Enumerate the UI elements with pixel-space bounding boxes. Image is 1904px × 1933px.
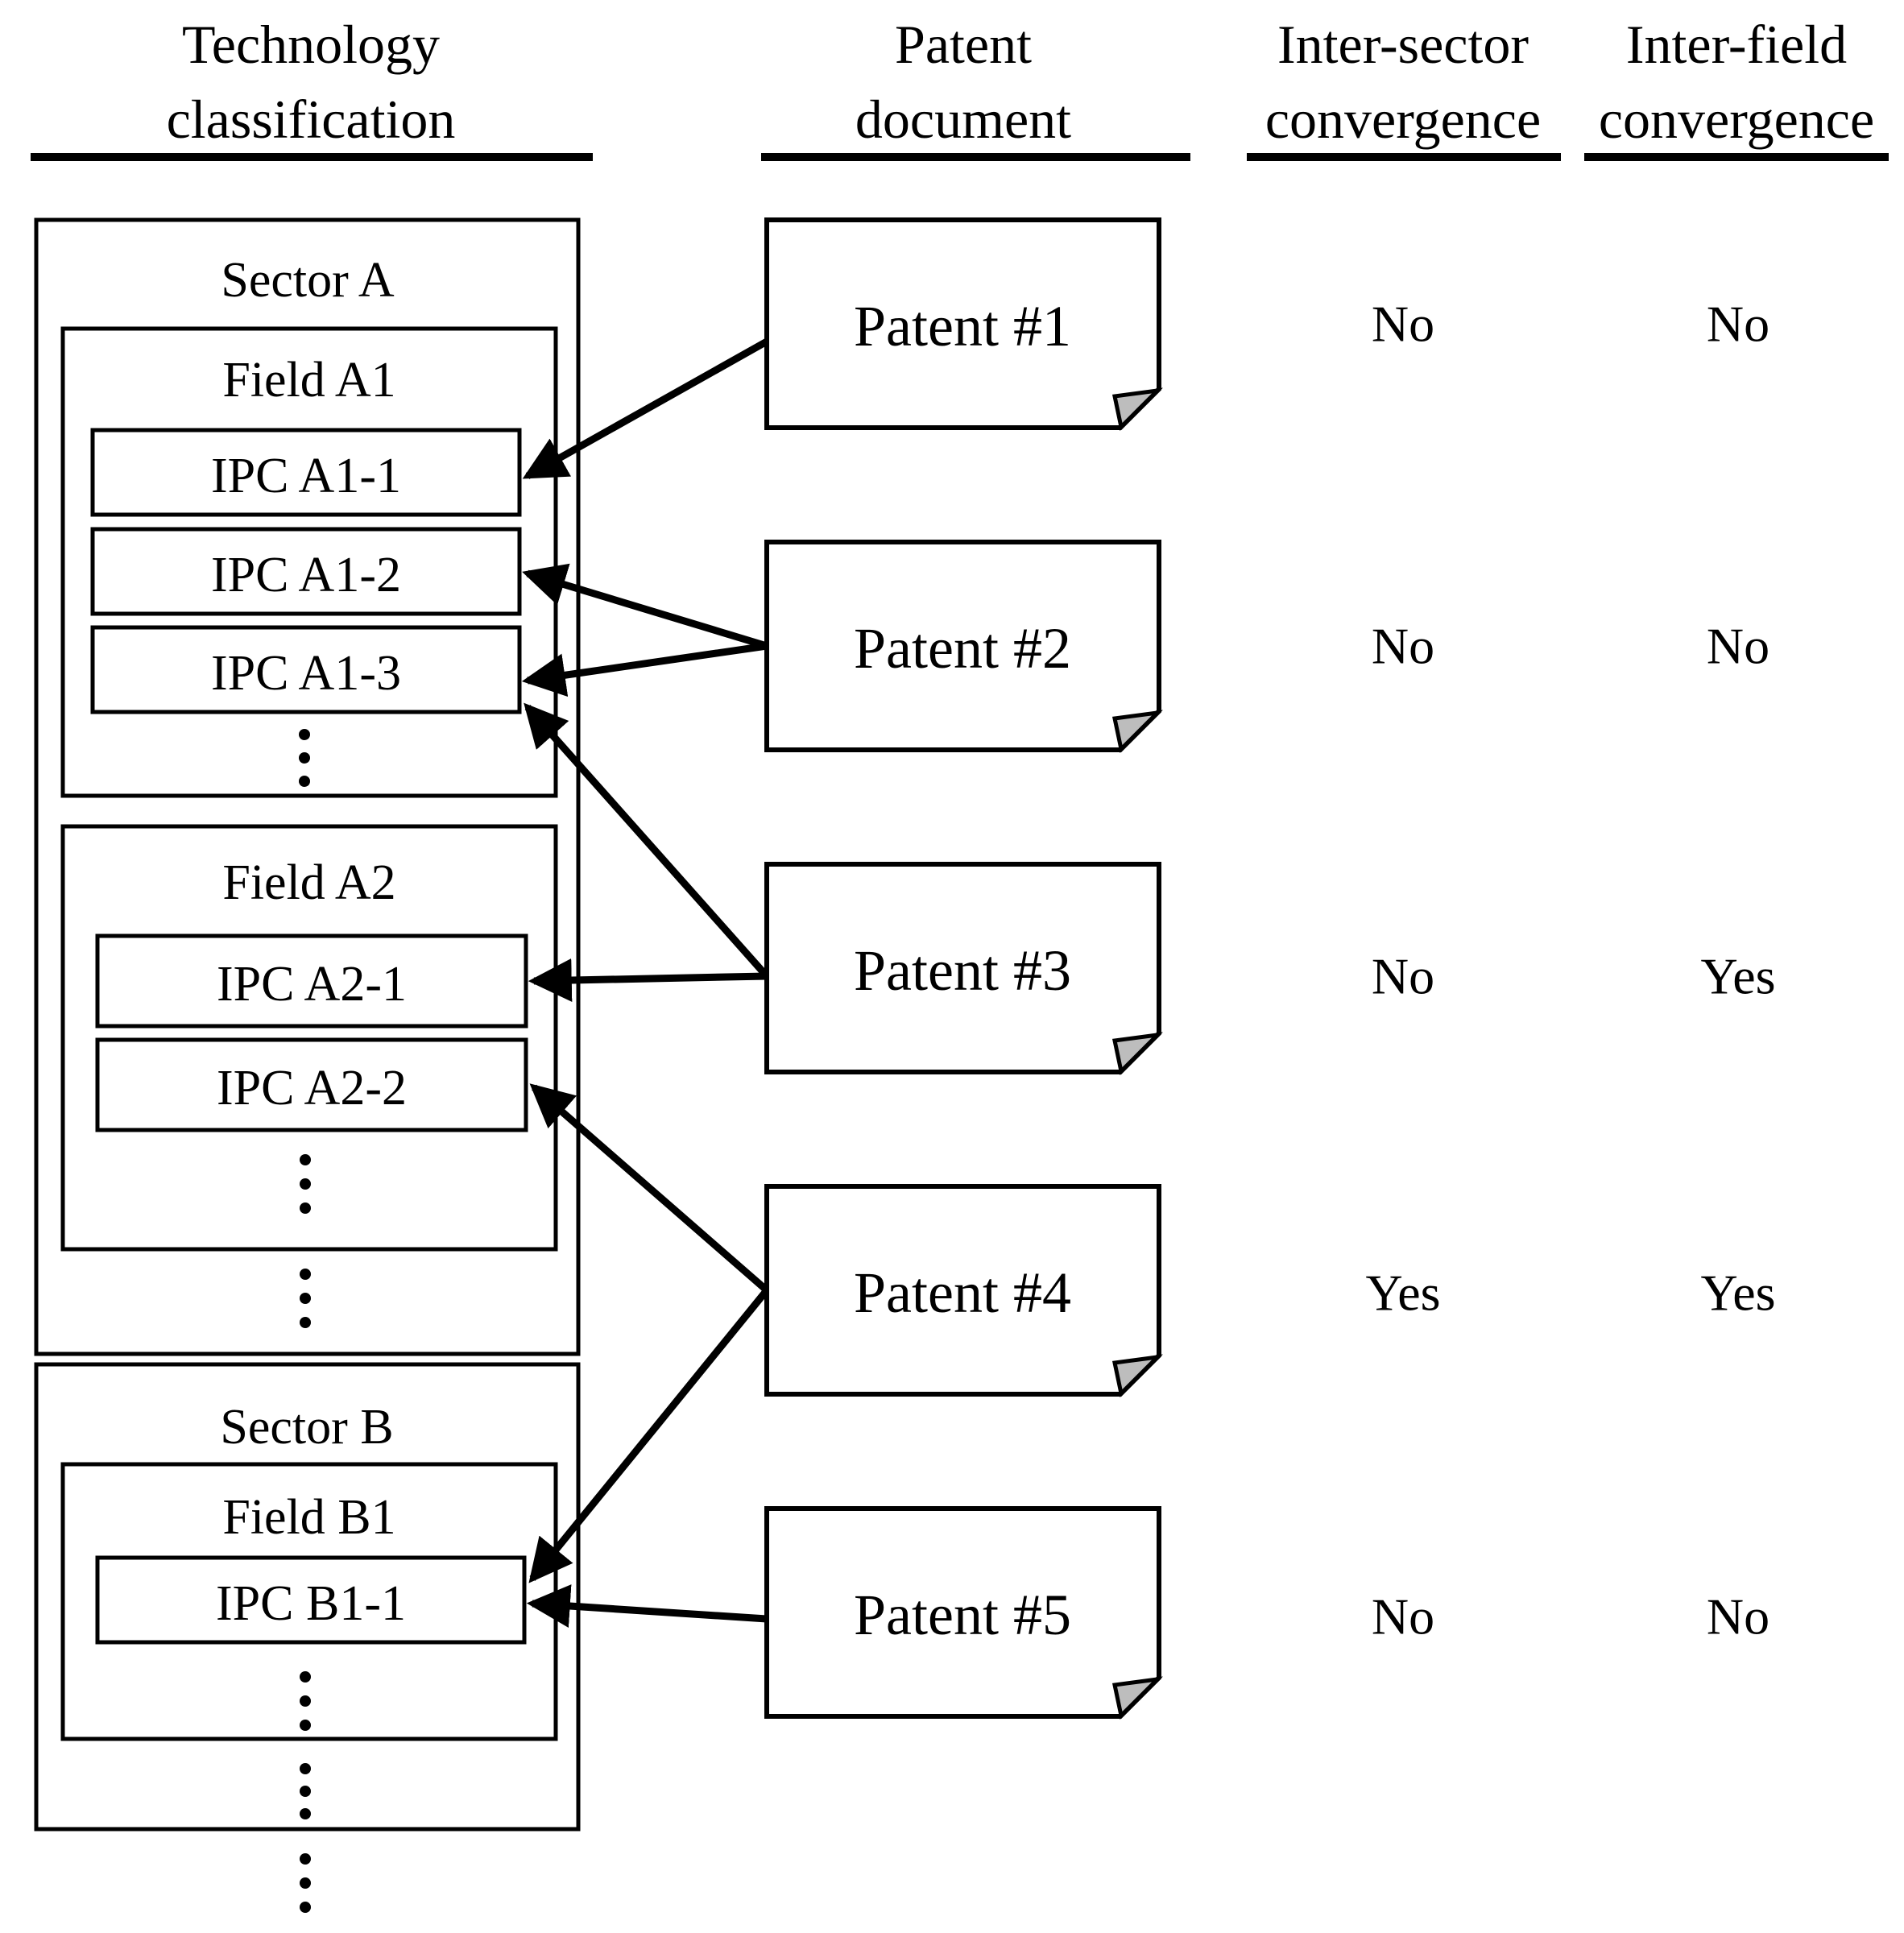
- inter-sector-value-patent5: No: [1372, 1588, 1434, 1645]
- patent-document-4: Patent #4: [764, 1184, 1163, 1398]
- ipc-a2-1-label: IPC A2-1: [217, 957, 407, 1012]
- patent-2-label: Patent #2: [854, 616, 1071, 681]
- field-b1-label: Field B1: [222, 1490, 395, 1545]
- inter-field-value-patent4: Yes: [1700, 1265, 1775, 1322]
- arrow-patent1-ipc-a1-1: [522, 338, 769, 479]
- patent-1-label: Patent #1: [854, 294, 1071, 358]
- dog-ear-fold-icon: [1111, 387, 1163, 432]
- patent-document-column: Patent #1 Patent #2 Patent #3 Patent #4 …: [764, 217, 1163, 1720]
- arrow-patent4-ipc-a2-2: [529, 1083, 769, 1293]
- header-underline: [761, 153, 1190, 161]
- patent-document-2: Patent #2: [764, 540, 1163, 754]
- ellipsis-dots: [300, 1853, 311, 1913]
- ipc-a2-2-label: IPC A2-2: [217, 1061, 407, 1116]
- field-a2-label: Field A2: [222, 855, 395, 910]
- patent-document-5: Patent #5: [764, 1506, 1163, 1720]
- arrow-patent3-ipc-a1-3: [524, 702, 770, 979]
- ipc-a1-3-label: IPC A1-3: [211, 646, 401, 701]
- ipc-a2-2-box: [95, 1037, 528, 1132]
- inter-field-convergence-column: No No Yes Yes No: [1700, 296, 1775, 1645]
- ipc-b1-1-box: [95, 1555, 527, 1645]
- header-technology-classification-line1: Technology: [182, 14, 440, 75]
- field-a1-label: Field A1: [222, 353, 395, 408]
- header-patent-document-line2: document: [855, 89, 1071, 150]
- arrow-patent2-ipc-a1-2: [522, 563, 768, 650]
- header-inter-sector-line2: convergence: [1265, 89, 1541, 150]
- inter-sector-convergence-column: No No No Yes No: [1365, 296, 1440, 1645]
- arrow-patent3-ipc-a2-1: [528, 958, 768, 1003]
- technology-classification-column: Sector A Field A1 IPC A1-1 IPC A1-2 IPC …: [34, 217, 581, 1913]
- header-underline: [1584, 153, 1889, 161]
- column-headers: Technology classification Patent documen…: [31, 14, 1889, 161]
- header-technology-classification-line2: classification: [167, 89, 456, 150]
- inter-sector-value-patent2: No: [1372, 618, 1434, 675]
- arrow-patent2-ipc-a1-3: [521, 642, 768, 697]
- dog-ear-fold-icon: [1111, 1354, 1163, 1398]
- ipc-b1-1-label: IPC B1-1: [216, 1576, 406, 1631]
- arrow-patent4-ipc-b1-1: [528, 1288, 770, 1583]
- inter-field-value-patent2: No: [1707, 618, 1769, 675]
- ellipsis-dots: [299, 729, 310, 787]
- inter-sector-value-patent4: Yes: [1365, 1265, 1440, 1322]
- header-patent-document-line1: Patent: [895, 14, 1032, 75]
- arrow-patent5-ipc-b1-1: [526, 1584, 768, 1628]
- header-inter-field-line2: convergence: [1599, 89, 1874, 150]
- ipc-a2-1-box: [95, 933, 528, 1029]
- header-underline: [1247, 153, 1561, 161]
- ipc-a1-3-box: [90, 625, 522, 714]
- inter-sector-value-patent1: No: [1372, 296, 1434, 353]
- ipc-a1-2-box: [90, 527, 522, 616]
- sector-b-label: Sector B: [220, 1400, 393, 1455]
- dog-ear-fold-icon: [1111, 1676, 1163, 1720]
- inter-field-value-patent1: No: [1707, 296, 1769, 353]
- patent-4-label: Patent #4: [854, 1260, 1071, 1325]
- inter-field-value-patent3: Yes: [1700, 948, 1775, 1005]
- dog-ear-fold-icon: [1111, 710, 1163, 754]
- ipc-a1-1-box: [90, 428, 522, 517]
- inter-field-value-patent5: No: [1707, 1588, 1769, 1645]
- ellipsis-dots: [300, 1671, 311, 1731]
- ipc-a1-2-label: IPC A1-2: [211, 548, 401, 602]
- header-inter-sector-line1: Inter-sector: [1277, 14, 1529, 75]
- ellipsis-dots: [300, 1269, 311, 1328]
- header-underline: [31, 153, 593, 161]
- ellipsis-dots: [300, 1154, 311, 1214]
- sector-a-label: Sector A: [221, 253, 394, 308]
- patent-5-label: Patent #5: [854, 1583, 1071, 1647]
- patent-document-3: Patent #3: [764, 862, 1163, 1076]
- patent-3-label: Patent #3: [854, 938, 1071, 1003]
- dog-ear-fold-icon: [1111, 1032, 1163, 1076]
- patent-document-1: Patent #1: [764, 217, 1163, 432]
- header-inter-field-line1: Inter-field: [1626, 14, 1847, 75]
- patent-to-ipc-arrows: [521, 338, 770, 1628]
- inter-sector-value-patent3: No: [1372, 948, 1434, 1005]
- ellipsis-dots: [300, 1763, 311, 1819]
- ipc-a1-1-label: IPC A1-1: [211, 449, 401, 503]
